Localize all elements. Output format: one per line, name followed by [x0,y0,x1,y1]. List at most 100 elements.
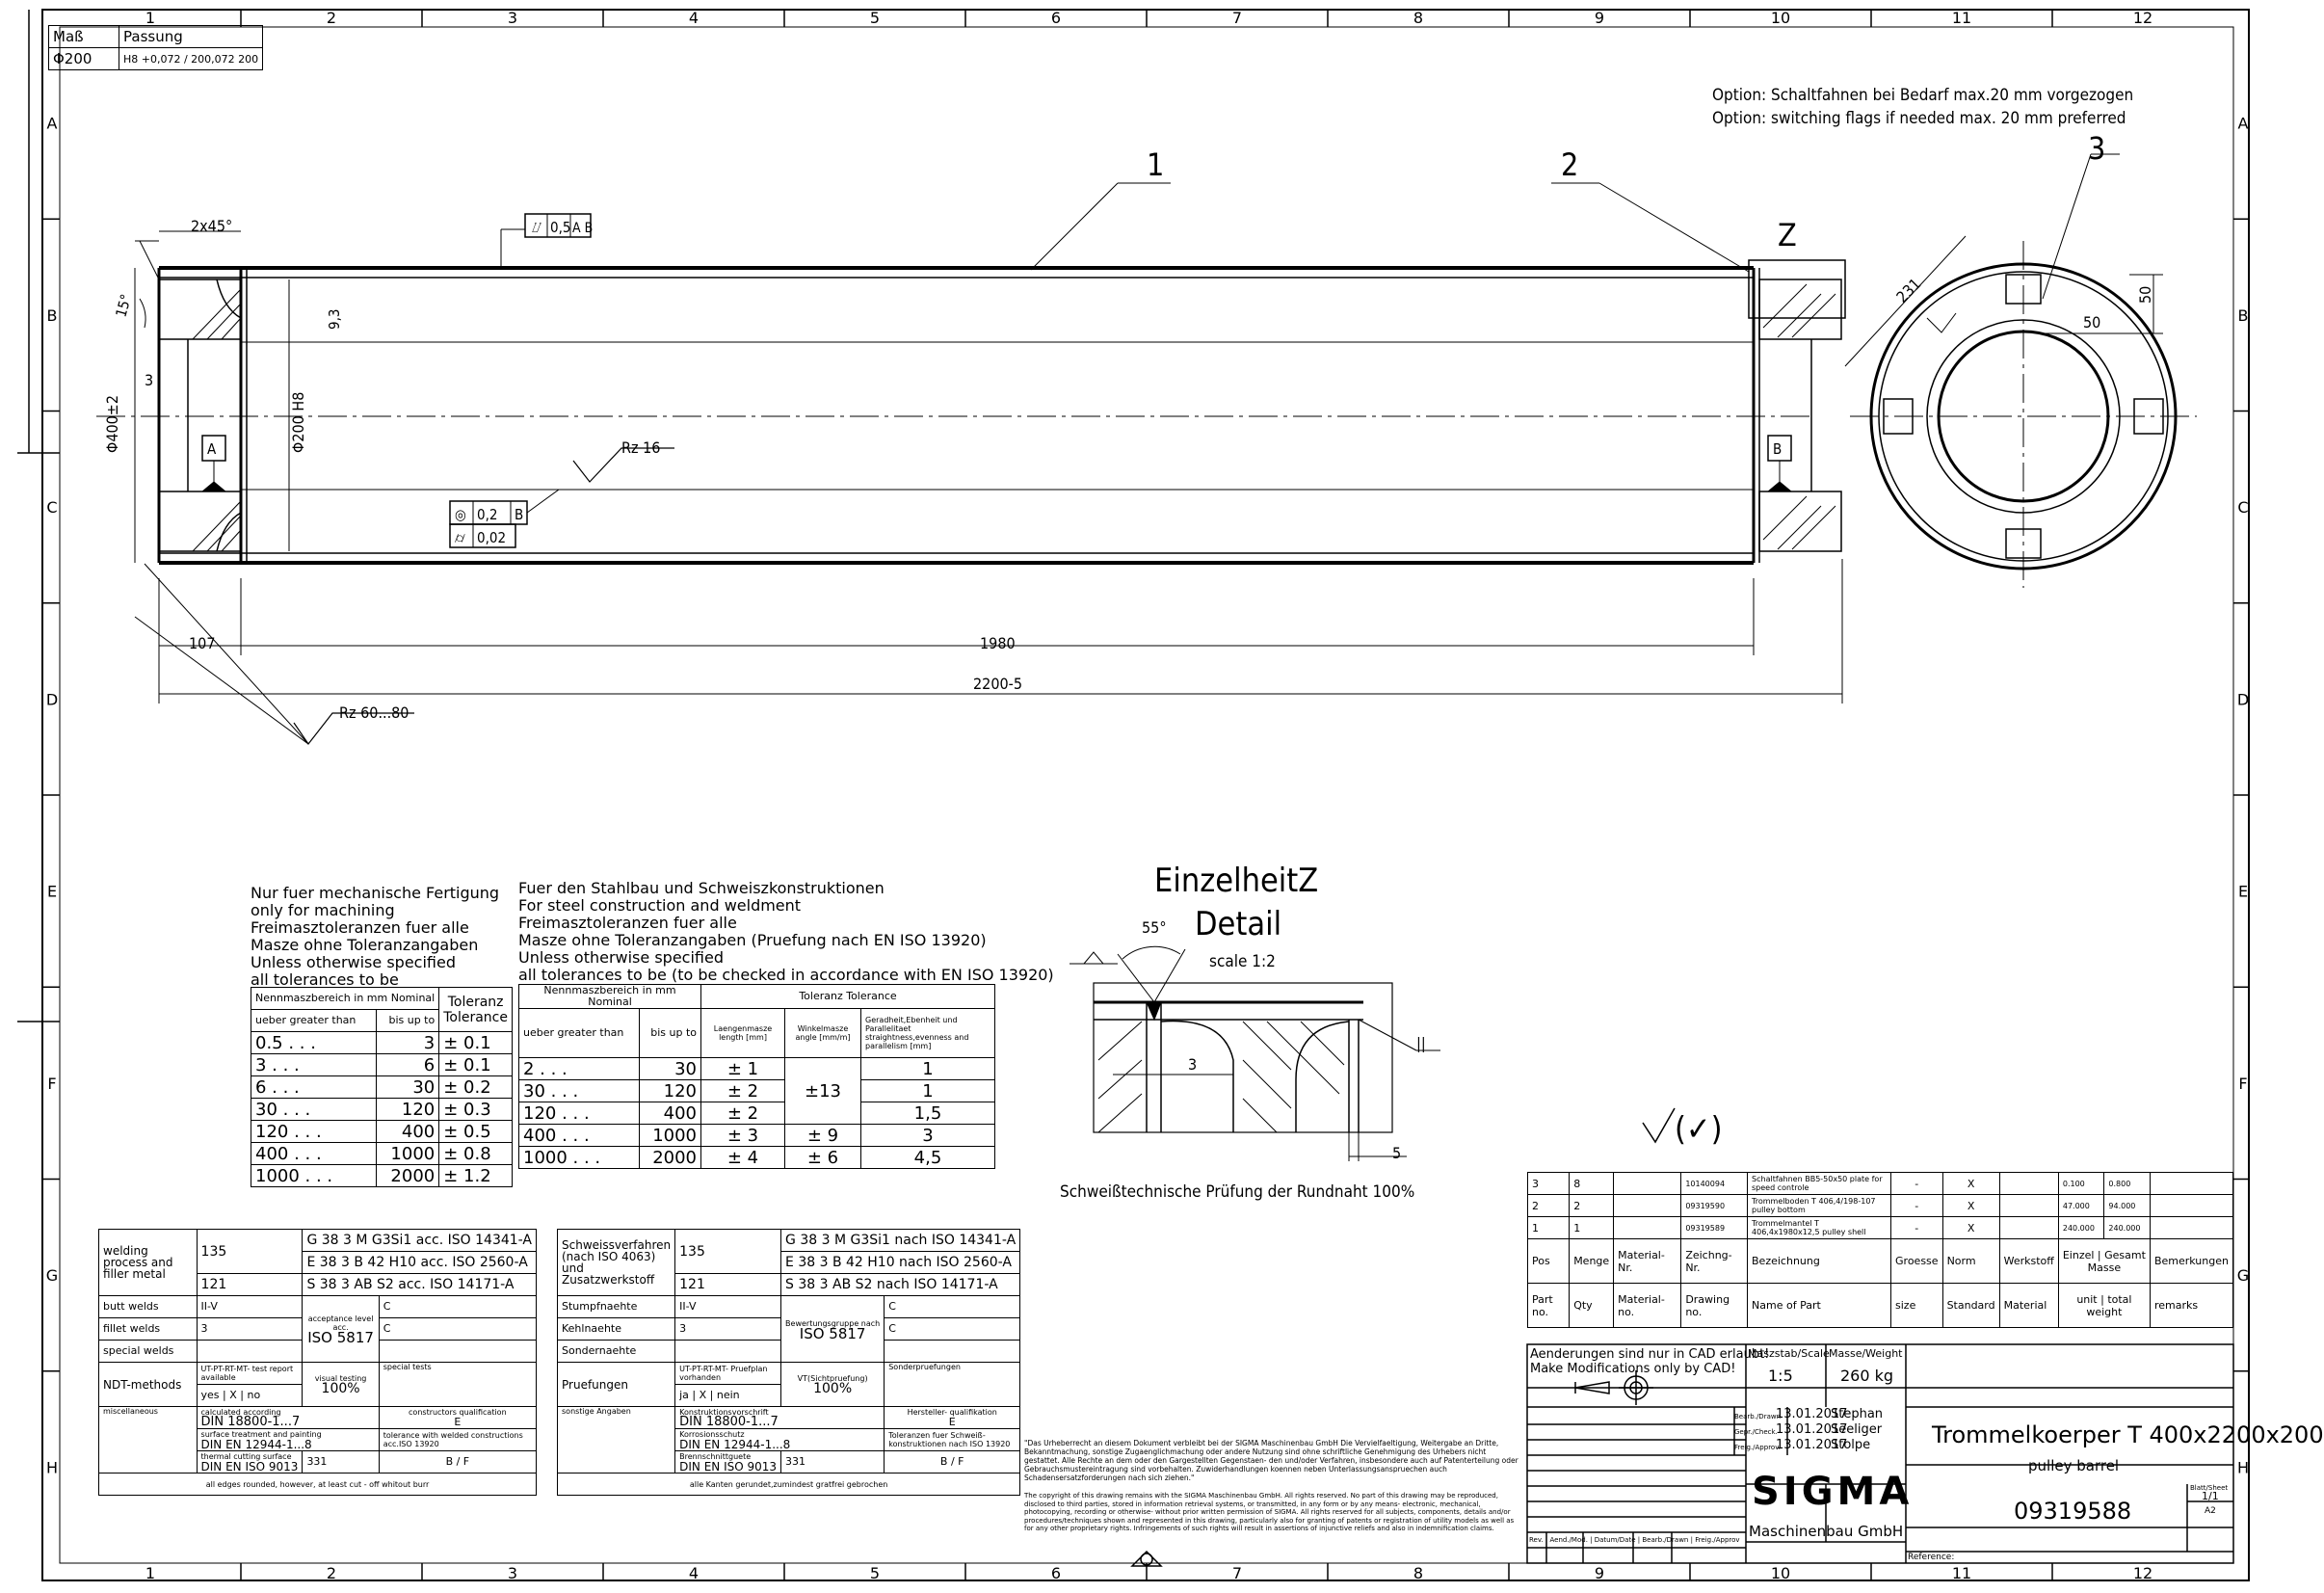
tol2-cell: ± 3 [700,1124,785,1147]
weld-de-process: Schweissverfahren (nach ISO 4063) und Zu… [556,1229,676,1296]
grid-col-label: 1 [145,9,155,27]
weld-de-butt-v: II-V [674,1295,782,1318]
name-approv: Stolpe [1831,1438,1871,1452]
drawing-labels: Option: Schaltfahnen bei Bedarf max.20 m… [103,86,2154,1202]
grid-col-label: 5 [870,1564,880,1582]
weld-en-no: no [247,1389,261,1401]
grid-row-label: A [2238,115,2249,133]
weld-en-m1: G 38 3 M G3Si1 acc. ISO 14341-A [302,1229,537,1252]
grid-col-label: 11 [1952,1564,1971,1582]
grid-col-label: 1 [145,1564,155,1582]
bom-h: Part no. [1526,1283,1571,1328]
drawing-number: 09319588 [2014,1498,2132,1525]
dim-50a: 50 [2083,313,2100,332]
weld-de-c2: C [884,1317,1021,1341]
callout-1: 1 [1147,146,1164,183]
bom-h: Material- no. [1613,1283,1682,1328]
weld-en-c1: C [378,1295,538,1318]
dim-1980: 1980 [980,634,1016,652]
tol2-cell: 1 [860,1079,995,1102]
tol1-row: 1000 . . .2000± 1.2 [250,1164,513,1187]
sheet-format: A2 [2205,1506,2216,1516]
tol2-cell: 30 [639,1057,701,1080]
grid-row-label: C [46,498,57,517]
tol2-h-len: Laengenmasze length [mm] [700,1008,785,1058]
rev-col: Freig./Approv [1695,1536,1740,1544]
bom-cell [1613,1172,1682,1195]
weld-de-visual-pct: 100% [813,1381,853,1396]
weld-de-p1: 135 [674,1229,782,1274]
tol1-row: 120 . . .400± 0.5 [250,1120,513,1143]
tol2-cell: 30 . . . [517,1079,641,1102]
bom-cell: 1 [1569,1216,1615,1239]
grid-col-label: 6 [1051,1564,1061,1582]
bom-cell: 0.800 [2103,1172,2151,1195]
weld-en-x: X [229,1389,237,1401]
weld-de-p2: 121 [674,1273,782,1296]
callout-2: 2 [1561,146,1578,183]
weld-en-fillet: fillet welds [98,1317,198,1341]
tol2-intro-line: Unless otherwise specified [518,948,724,967]
grid-row-label: G [46,1266,58,1285]
bom-cell: 3 [1526,1172,1571,1195]
tol2-cell: 1000 . . . [517,1146,641,1169]
tol2-cell: ± 2 [700,1102,785,1125]
tol1-h-tol: Toleranz Tolerance [438,987,513,1032]
weld-de-constr-label: Hersteller- qualifikation [907,1407,997,1417]
sheet-label: Blatt/Sheet [2190,1484,2229,1492]
weld-en-visual-label: visual testing [314,1374,367,1383]
bom-cell [1998,1194,2059,1217]
tol2-cell: ± 6 [784,1146,861,1169]
weld-en-ndt-rep: UT-PT-RT-MT- test report available [196,1362,304,1385]
bom-cell: - [1890,1194,1943,1217]
bom-cell: 8 [1569,1172,1615,1195]
mass-label: Masse/Weight [1829,1347,1903,1360]
copyright-en: The copyright of this drawing remains wi… [1024,1492,1515,1532]
tol2-cell: 120 . . . [517,1102,641,1125]
grid-row-label: A [47,115,58,133]
tol2-cell: 2 . . . [517,1057,641,1080]
dim-231: 231 [1892,275,1924,306]
tol2-intro-line: Freimasztoleranzen fuer alle [518,914,737,932]
tol1-row: 6 . . .30± 0.2 [250,1075,513,1099]
bom-cell: 2 [1569,1194,1615,1217]
weld-en-butt-v: II-V [196,1295,304,1318]
grid-col-label: 2 [327,9,336,27]
bom-cell: Trommelboden T 406,4/198-107 pulley bott… [1747,1194,1892,1217]
grid-col-label: 9 [1595,9,1604,27]
rev-col: Rev. [1529,1536,1544,1544]
tol2-intro-line: Fuer den Stahlbau und Schweiszkonstrukti… [518,879,885,897]
grid-col-label: 5 [870,9,880,27]
tol2-cell: 120 [639,1079,701,1102]
bom-h: Groesse [1890,1238,1943,1284]
bom-cell: 47.000 [2057,1194,2105,1217]
cad-note: Aenderungen sind nur in CAD erlaubt! Mak… [1530,1347,1769,1376]
weld-de-x: X [699,1389,707,1401]
tol1-cell: 1000 . . . [250,1164,378,1187]
weld-en-fillet-v: 3 [196,1317,304,1341]
tol1-cell: 120 . . . [250,1120,378,1143]
weld-de-special: Sondernaehte [556,1340,676,1363]
dim-dia400: Φ400±2 [103,395,121,453]
tol2-intro-line: all tolerances to be (to be checked in a… [518,966,1054,984]
date-check: 13.01.2017 [1776,1422,1848,1437]
approval-names: Stephan Seeliger Stolpe [1831,1407,1883,1453]
copyright-de: "Das Urheberrecht an diesem Dokument ver… [1024,1439,1519,1482]
cyl-symbol: ⌭ [455,529,465,546]
dim-3: 3 [145,371,153,389]
tol1-cell: ± 0.1 [438,1053,513,1076]
weld-en-constr-label: constructors qualification [409,1407,507,1417]
tol1-cell: 3 [376,1031,440,1054]
weld-de-c3 [884,1340,1021,1363]
bom-h: size [1890,1283,1943,1328]
tol2-h-upto: bis up to [639,1008,701,1058]
drawing-title: Trommelkoerper T 400x2200x200 [1932,1421,2324,1448]
